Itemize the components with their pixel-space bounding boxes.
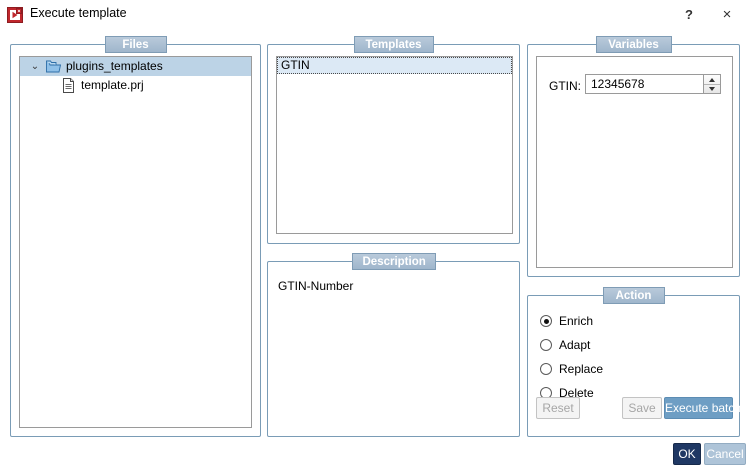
radio-icon[interactable]	[540, 363, 552, 375]
files-panel-title: Files	[104, 36, 167, 53]
cancel-button[interactable]: Cancel	[704, 443, 746, 465]
variables-panel: Variables GTIN: 12345678	[527, 36, 740, 277]
action-panel-title: Action	[602, 287, 665, 304]
document-icon	[62, 78, 75, 93]
gtin-label: GTIN:	[549, 79, 581, 93]
title-bar: Execute template ? ×	[0, 0, 750, 30]
description-panel: Description GTIN-Number	[267, 253, 520, 437]
tree-item-plugins-templates[interactable]: ⌄ plugins_templates	[20, 57, 251, 76]
reset-button[interactable]: Reset	[536, 397, 580, 419]
radio-label: Delete	[559, 386, 594, 400]
description-text: GTIN-Number	[278, 279, 354, 293]
window-title: Execute template	[30, 6, 127, 20]
tree-item-template-prj[interactable]: template.prj	[20, 76, 251, 95]
list-item[interactable]: GTIN	[277, 57, 512, 74]
folder-open-icon	[46, 60, 62, 73]
templates-panel: Templates GTIN	[267, 36, 520, 244]
radio-icon[interactable]	[540, 315, 552, 327]
save-button[interactable]: Save	[622, 397, 662, 419]
close-icon[interactable]: ×	[722, 6, 732, 23]
ok-button[interactable]: OK	[673, 443, 701, 465]
stepper-up-icon[interactable]	[704, 75, 720, 85]
stepper-buttons[interactable]	[703, 75, 720, 93]
variables-content: GTIN: 12345678	[536, 56, 733, 268]
execute-batch-button[interactable]: Execute batch	[664, 397, 741, 419]
action-panel: Action Enrich Adapt Replace Delete Reset…	[527, 287, 741, 437]
radio-label: Replace	[559, 362, 604, 376]
tree-item-label: plugins_templates	[66, 59, 163, 73]
templates-panel-title: Templates	[353, 36, 434, 53]
execute-template-icon	[7, 7, 23, 23]
help-icon[interactable]: ?	[685, 7, 693, 22]
variables-panel-title: Variables	[595, 36, 672, 53]
description-panel-title: Description	[351, 253, 436, 270]
gtin-stepper[interactable]: 12345678	[585, 74, 721, 94]
files-panel: Files ⌄ plugins_templates	[10, 36, 261, 437]
tree-item-label: template.prj	[81, 78, 144, 92]
stepper-down-icon[interactable]	[704, 84, 720, 93]
radio-label: Adapt	[559, 338, 591, 352]
gtin-input-value[interactable]: 12345678	[591, 77, 645, 91]
chevron-down-icon[interactable]: ⌄	[30, 61, 40, 72]
radio-label: Enrich	[559, 314, 594, 328]
radio-icon[interactable]	[540, 339, 552, 351]
files-tree[interactable]: ⌄ plugins_templates template.prj	[19, 56, 252, 428]
templates-list[interactable]: GTIN	[276, 56, 513, 234]
